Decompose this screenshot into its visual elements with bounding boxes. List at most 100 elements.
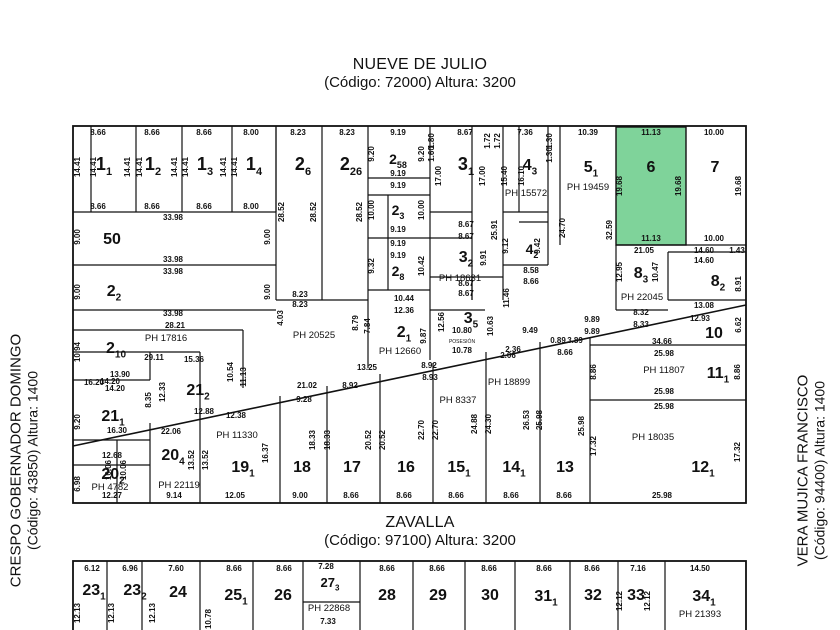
dimension-v: 8.86 [589, 364, 598, 380]
lot-label-2-6[interactable]: 26 [295, 154, 311, 178]
lot-subindex: 1 [242, 596, 248, 607]
dimension-h: 8.23 [292, 300, 308, 309]
lot-label-2-58[interactable]: 258 [389, 151, 407, 170]
dimension-v: 10.78 [204, 608, 213, 629]
ph-label-15572: PH 15572 [505, 188, 547, 199]
lot-subindex: 2 [155, 166, 161, 178]
dimension-v: 8.35 [144, 392, 153, 408]
lot-subindex: 2 [204, 391, 210, 402]
lot-label-1-1[interactable]: 11 [96, 154, 112, 178]
lot-label-16[interactable]: 16 [397, 459, 415, 476]
lot-label-23-1[interactable]: 231 [82, 582, 106, 602]
lot-subindex: 3 [207, 166, 213, 178]
lot-label-8-3[interactable]: 83 [634, 265, 649, 285]
lot-number: 4 [523, 157, 532, 174]
lot-label-31-1[interactable]: 311 [534, 588, 558, 608]
parcel-6-highlight[interactable] [615, 126, 687, 246]
lot-label-23-2[interactable]: 232 [123, 582, 147, 602]
lot-label-26[interactable]: 26 [274, 587, 292, 604]
dimension-v: 16.10 [517, 165, 526, 186]
lot-label-12-1[interactable]: 121 [691, 459, 715, 479]
dimension-h: 7.33 [320, 617, 336, 626]
dimension-v: 22.70 [417, 419, 426, 440]
lot-label-14-1[interactable]: 141 [502, 459, 526, 479]
lot-number: 31 [534, 588, 552, 605]
lot-label-3-5[interactable]: 35 [464, 310, 479, 330]
lot-label-20-4[interactable]: 204 [161, 447, 185, 467]
lot-subindex: 1 [106, 166, 112, 178]
lot-label-3-2[interactable]: 32 [459, 249, 474, 269]
lot-label-21-2[interactable]: 212 [186, 382, 210, 402]
lot-label-4-2[interactable]: 42 [526, 241, 539, 260]
lot-label-17[interactable]: 17 [343, 459, 361, 476]
lot-label-3-1[interactable]: 31 [458, 154, 474, 178]
lot-label-6[interactable]: 6 [647, 159, 656, 176]
ph-label-11330: PH 11330 [216, 430, 258, 441]
ph-label-20525: PH 20525 [293, 330, 335, 341]
lot-number: 7 [711, 159, 720, 176]
lot-label-1-3[interactable]: 13 [197, 154, 213, 178]
dimension-h: 12.93 [690, 314, 711, 323]
lot-label-4-3[interactable]: 43 [523, 157, 538, 177]
lot-label-28[interactable]: 28 [378, 587, 396, 604]
lot-label-2-26[interactable]: 226 [340, 154, 362, 178]
lot-label-2-10[interactable]: 210 [106, 340, 126, 360]
lot-label-27-3[interactable]: 273 [321, 575, 340, 593]
lot-label-25-1[interactable]: 251 [224, 587, 248, 607]
dimension-v: 24.30 [484, 413, 493, 434]
lot-label-2-1[interactable]: 21 [397, 324, 412, 344]
lot-subindex: 1 [709, 468, 715, 479]
lot-label-13[interactable]: 13 [556, 459, 574, 476]
lot-label-24[interactable]: 24 [169, 584, 187, 601]
dimension-h: 8.92 [342, 381, 358, 390]
lot-label-15-1[interactable]: 151 [447, 459, 471, 479]
lot-number: 15 [447, 459, 465, 476]
lot-number: 1 [145, 154, 155, 174]
lot-number: 20 [101, 466, 119, 483]
lot-label-29[interactable]: 29 [429, 587, 447, 604]
dimension-h: 10.39 [578, 128, 599, 137]
dimension-h: 33.98 [163, 213, 184, 222]
dimension-v: 9.42 [533, 238, 542, 254]
lot-label-20-2[interactable]: 202 [101, 466, 125, 486]
lot-label-32[interactable]: 32 [584, 587, 602, 604]
lot-label-5-1[interactable]: 51 [584, 159, 599, 179]
lot-number: 28 [378, 587, 396, 604]
lot-label-1-4[interactable]: 14 [246, 154, 263, 178]
lot-label-7[interactable]: 7 [711, 159, 720, 176]
lot-label-50[interactable]: 50 [103, 231, 121, 248]
lot-label-19-1[interactable]: 191 [231, 459, 255, 479]
lot-label-34-1[interactable]: 341 [692, 588, 716, 608]
lot-label-18[interactable]: 18 [293, 459, 311, 476]
street-code-south: (Código: 97100) Altura: 3200 [324, 532, 516, 549]
dimension-v: 20.52 [364, 429, 373, 450]
lot-label-2-2[interactable]: 22 [107, 283, 122, 303]
dimension-v: 16.37 [261, 442, 270, 463]
dimension-v: 1.72 [493, 133, 502, 149]
lot-label-2-8[interactable]: 28 [392, 263, 405, 282]
dimension-h: 8.66 [226, 564, 242, 573]
lot-label-10[interactable]: 10 [705, 325, 723, 342]
lot-label-8-2[interactable]: 82 [711, 273, 726, 293]
lot-number: 2 [392, 263, 400, 279]
dimension-v: 32.59 [605, 219, 614, 240]
dimension-h: 1.43 [729, 246, 745, 255]
dimension-h: 33.98 [163, 267, 184, 276]
lot-label-33[interactable]: 33 [627, 587, 645, 604]
lot-subindex: 3 [399, 211, 404, 221]
lot-number: 4 [526, 241, 534, 257]
dimension-v: 9.20 [367, 146, 376, 162]
ph-label-18035: PH 18035 [632, 432, 674, 443]
dimension-h: 8.00 [243, 202, 259, 211]
lot-number: 2 [340, 154, 350, 174]
block-border [72, 125, 747, 504]
dimension-h: 14.20 [105, 384, 126, 393]
lot-label-21-1[interactable]: 211 [101, 408, 125, 428]
lot-label-1-2[interactable]: 12 [145, 154, 161, 178]
lot-label-30[interactable]: 30 [481, 587, 499, 604]
lot-label-11-1[interactable]: 111 [707, 365, 730, 385]
dimension-v: 14.41 [135, 156, 144, 177]
dimension-h: 8.33 [633, 320, 649, 329]
dimension-h: 9.89 [584, 315, 600, 324]
lot-label-2-3[interactable]: 23 [392, 202, 405, 221]
